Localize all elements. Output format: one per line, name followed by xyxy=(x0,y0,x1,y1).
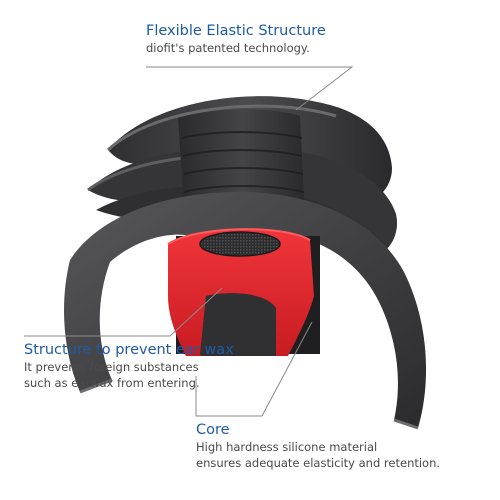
callout-title: Structure to prevent ear wax xyxy=(24,342,234,358)
callout-description-line: such as earwax from entering. xyxy=(24,376,200,390)
callout-flexible-structure: Flexible Elastic Structure diofit's pate… xyxy=(146,22,326,56)
flange-rim xyxy=(106,104,337,152)
leader-core xyxy=(195,376,262,417)
mesh-filter-edge xyxy=(199,231,281,257)
leader-flexible xyxy=(146,66,354,111)
callout-description-line: It prevents foreign substances xyxy=(24,360,199,374)
callout-title: Core xyxy=(196,422,230,438)
red-core-rim xyxy=(167,228,311,245)
mesh-filter xyxy=(200,232,280,256)
shell-rim-right xyxy=(393,418,419,430)
callout-description-line: ensures adequate elasticity and retentio… xyxy=(196,456,441,470)
shell-rim-left xyxy=(79,378,113,394)
callout-description-line: High hardness silicone material xyxy=(196,440,378,454)
middle-flange xyxy=(88,147,398,256)
callout-description: diofit's patented technology. xyxy=(146,41,310,55)
callout-title: Flexible Elastic Structure xyxy=(146,23,326,39)
leader-wax xyxy=(24,287,223,337)
leader-core-diagonal xyxy=(261,321,313,417)
core-tube xyxy=(200,293,276,356)
callout-core: Core High hardness silicone material ens… xyxy=(196,421,440,471)
red-core xyxy=(168,229,314,356)
callout-ear-wax: Structure to prevent ear wax It prevents… xyxy=(24,341,234,391)
